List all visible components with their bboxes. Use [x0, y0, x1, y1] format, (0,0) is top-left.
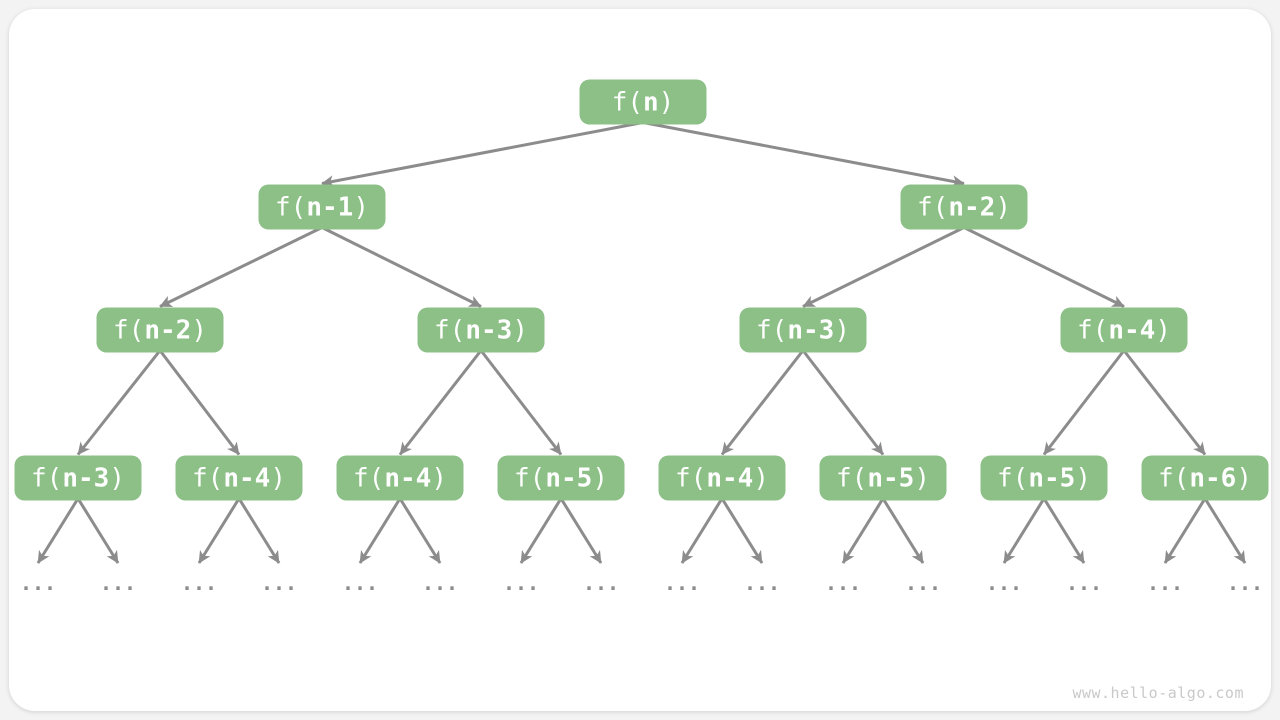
leaf-ellipsis: ... — [663, 571, 701, 595]
tree-node-label: f(n-4) — [1077, 315, 1171, 345]
leaf-ellipsis: ... — [1146, 571, 1184, 595]
tree-node: f(n-5) — [980, 455, 1108, 501]
tree-node-label: f(n-4) — [675, 463, 769, 493]
tree-node: f(n-4) — [1060, 307, 1188, 353]
tree-node: f(n-4) — [658, 455, 786, 501]
tree-node-label: f(n-5) — [514, 463, 608, 493]
leaf-ellipsis: ... — [743, 571, 781, 595]
leaf-ellipsis: ... — [180, 571, 218, 595]
tree-node: f(n-3) — [739, 307, 867, 353]
tree-node-label: f(n-5) — [997, 463, 1091, 493]
leaf-ellipsis: ... — [1226, 571, 1264, 595]
tree-node-label: f(n-4) — [192, 463, 286, 493]
tree-node-label: f(n-3) — [756, 315, 850, 345]
leaf-ellipsis: ... — [19, 571, 57, 595]
leaf-ellipsis: ... — [99, 571, 137, 595]
tree-node: f(n-6) — [1141, 455, 1269, 501]
tree-node: f(n) — [579, 79, 707, 125]
tree-node-label: f(n-2) — [113, 315, 207, 345]
tree-node: f(n-4) — [175, 455, 303, 501]
tree-node-label: f(n-4) — [353, 463, 447, 493]
tree-node: f(n-3) — [14, 455, 142, 501]
tree-node-label: f(n-3) — [31, 463, 125, 493]
tree-node-label: f(n-1) — [275, 192, 369, 222]
tree-node-label: f(n-2) — [917, 192, 1011, 222]
leaf-ellipsis: ... — [341, 571, 379, 595]
tree-node-label: f(n-5) — [836, 463, 930, 493]
leaf-ellipsis: ... — [824, 571, 862, 595]
tree-node: f(n-2) — [900, 184, 1028, 230]
leaf-ellipsis: ... — [421, 571, 459, 595]
tree-node: f(n-3) — [417, 307, 545, 353]
tree-node-label: f(n-3) — [434, 315, 528, 345]
leaf-ellipsis: ... — [260, 571, 298, 595]
leaf-ellipsis: ... — [985, 571, 1023, 595]
watermark: www.hello-algo.com — [1072, 684, 1244, 702]
leaf-ellipsis: ... — [904, 571, 942, 595]
tree-node: f(n-2) — [96, 307, 224, 353]
leaf-ellipsis: ... — [1065, 571, 1103, 595]
tree-node: f(n-4) — [336, 455, 464, 501]
tree-node-label: f(n) — [611, 87, 675, 117]
leaf-ellipsis: ... — [582, 571, 620, 595]
tree-node: f(n-5) — [819, 455, 947, 501]
tree-node-label: f(n-6) — [1158, 463, 1252, 493]
tree-node: f(n-1) — [258, 184, 386, 230]
leaf-ellipsis: ... — [502, 571, 540, 595]
tree-node: f(n-5) — [497, 455, 625, 501]
